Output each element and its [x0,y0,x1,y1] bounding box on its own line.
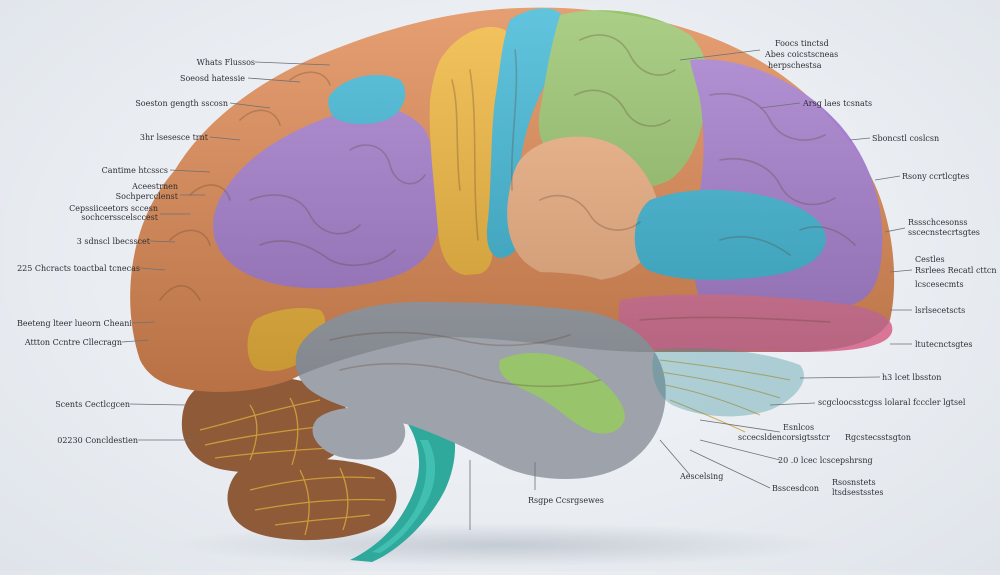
label-left-14: Scents Cectlcgcen [55,400,130,409]
label-left-15: 02230 Concldestien [57,436,138,445]
label-right-7: Rssschcesonss [908,218,968,227]
label-right-17: sccecsldencorsigtsstcr [738,433,830,442]
label-right-22: Rsosnstets [832,478,876,487]
label-right-15: scgcloocsstcgss lolaral fcccler lgtsel [818,398,966,407]
label-right-23: ltsdsestsstes [832,488,884,497]
label-left-5: Cantime htcsscs [101,166,168,175]
label-right-14: h3 lcet lbsston [882,373,942,382]
label-left-7: Sochpercclenst [115,192,178,201]
label-right-8: sscecnstecrtsgtes [908,228,980,237]
label-right-19: 20 .0 lcec lcscepshrsng [778,456,873,465]
label-right-20: Aescelsing [680,472,724,481]
label-left-3: Soeston gength sscosn [135,99,228,108]
label-right-5: Sboncstl coslcsn [872,134,940,143]
label-right-3: herpschestsa [768,61,822,70]
cerebellum-veins [199,397,386,536]
label-bottom-1: Rsgpe Ccsrgsewes [528,496,604,505]
label-left-12: Beeteng lteer lueorn Cheani [17,319,132,328]
label-right-1: Foocs tinctsd [775,39,829,48]
vascular-region [652,348,804,417]
label-right-13: ltutecnctsgtes [915,340,973,349]
label-right-12: lsrlsecetscts [915,306,966,315]
label-left-1: Whats Flussos [196,58,255,67]
label-right-10: Rsrlees Recatl cttcn [915,266,997,275]
label-right-6: Rsony ccrtlcgtes [902,172,970,181]
label-left-2: Soeosd hatessie [180,74,245,83]
label-right-11: lcscesecmts [915,280,964,289]
label-right-9: Cestles [915,255,945,264]
label-right-18: Rgcstecsstsgton [845,433,911,442]
label-left-13: Attton Ccntre Cllecragn [24,338,122,347]
label-left-11: 225 Chcracts toactbal tcnecas [17,264,140,273]
cerebrum-shading [130,7,895,392]
label-left-4: 3hr lsesesce trnt [139,133,208,142]
spinal-cord [372,440,436,553]
label-left-10: 3 sdnscl lbecsscet [76,237,150,246]
label-left-6: Aceestrnen [132,182,178,191]
label-left-9: sochcersscelsccest [81,213,158,222]
label-right-4: Arsg laes tcsnats [803,99,873,108]
nerve-fibers [659,359,791,433]
label-right-16: Esnlcos [783,423,815,432]
label-right-2: Abes coicstscneas [765,50,839,59]
cerebellum-lower [227,458,397,541]
hippocampus-green [499,353,625,434]
label-left-8: Cepssiiceetors sccesn [69,204,158,213]
gyri-folds [159,34,856,388]
leader-lines [121,49,913,530]
pons-gray [312,407,406,460]
label-right-21: Bsscesdcon [772,484,819,493]
